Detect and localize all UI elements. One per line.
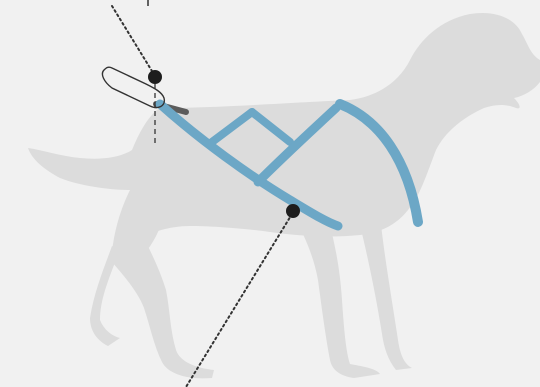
callout-bottom-marker bbox=[286, 204, 300, 218]
callout-top bbox=[102, 0, 164, 146]
callout-top-marker bbox=[148, 70, 162, 84]
callout-top-leader bbox=[112, 6, 155, 76]
callout-bottom-leader bbox=[186, 214, 292, 387]
dog-far-front-leg bbox=[360, 215, 412, 370]
